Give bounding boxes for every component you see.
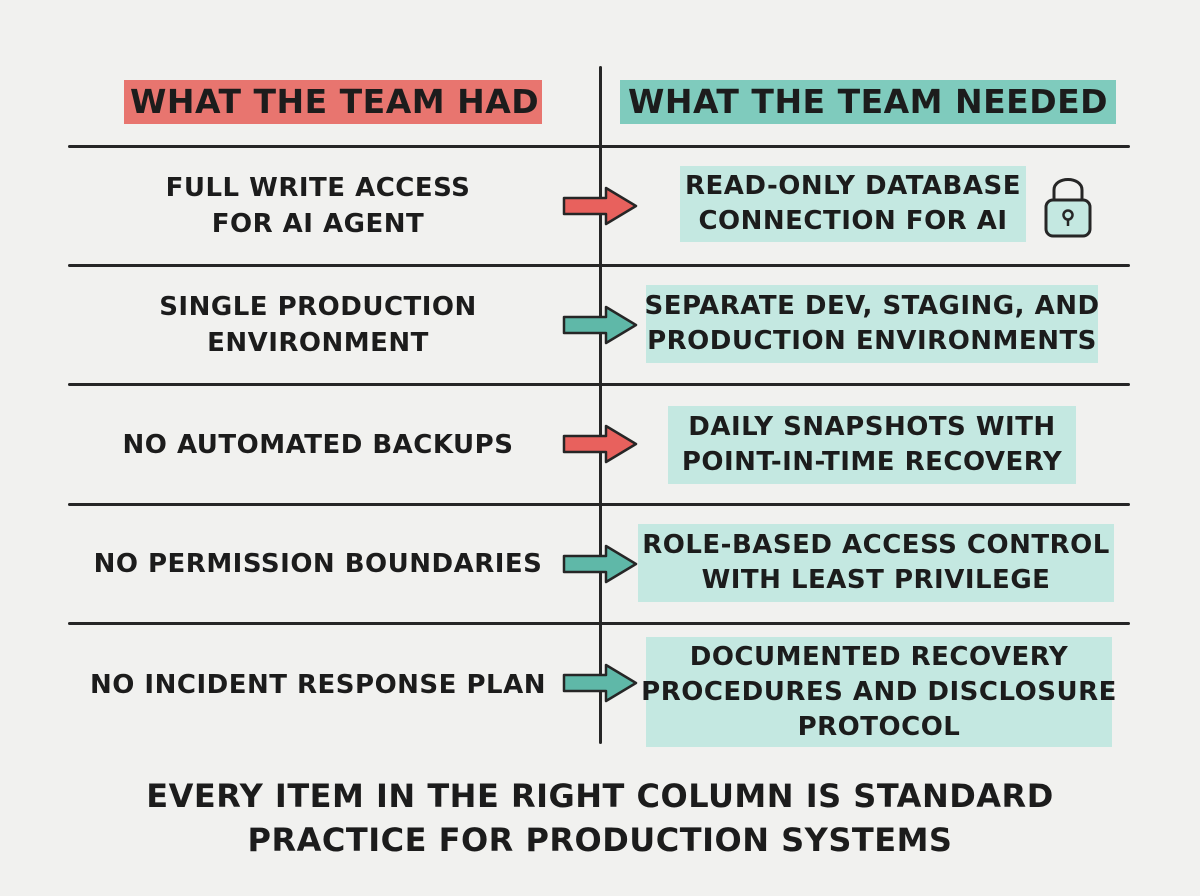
row-divider bbox=[68, 264, 1130, 267]
needed-item-line: CONNECTION FOR AI bbox=[698, 206, 1008, 236]
lock-icon bbox=[1044, 178, 1092, 238]
had-item-line: NO PERMISSION BOUNDARIES bbox=[93, 549, 543, 579]
needed-item-line: ROLE-BASED ACCESS CONTROL bbox=[642, 530, 1110, 560]
arrow-icon bbox=[562, 544, 638, 584]
had-item-line: FOR AI AGENT bbox=[211, 209, 425, 239]
row-divider bbox=[68, 383, 1130, 386]
footer-line: PRACTICE FOR PRODUCTION SYSTEMS bbox=[247, 821, 953, 859]
had-item-line: ENVIRONMENT bbox=[207, 328, 429, 358]
comparison-row: FULL WRITE ACCESS FOR AI AGENT READ-ONLY… bbox=[68, 148, 1130, 264]
needed-item: SEPARATE DEV, STAGING, AND PRODUCTION EN… bbox=[644, 285, 1100, 363]
had-item: NO PERMISSION BOUNDARIES bbox=[68, 506, 568, 622]
column-divider bbox=[599, 66, 602, 744]
arrow-icon bbox=[562, 186, 638, 226]
row-divider bbox=[68, 622, 1130, 625]
needed-item-line: PROTOCOL bbox=[797, 711, 961, 742]
had-item: SINGLE PRODUCTION ENVIRONMENT bbox=[68, 267, 568, 383]
header-needed: WHAT THE TEAM NEEDED bbox=[620, 80, 1116, 124]
footer-caption: EVERY ITEM IN THE RIGHT COLUMN IS STANDA… bbox=[0, 774, 1200, 862]
comparison-row: NO PERMISSION BOUNDARIES ROLE-BASED ACCE… bbox=[68, 506, 1130, 622]
had-item-line: FULL WRITE ACCESS bbox=[165, 173, 471, 203]
row-divider bbox=[68, 145, 1130, 148]
needed-item: DAILY SNAPSHOTS WITH POINT-IN-TIME RECOV… bbox=[668, 406, 1076, 484]
arrow-icon bbox=[562, 663, 638, 703]
row-divider bbox=[68, 503, 1130, 506]
needed-item: ROLE-BASED ACCESS CONTROL WITH LEAST PRI… bbox=[638, 524, 1114, 602]
footer-line: EVERY ITEM IN THE RIGHT COLUMN IS STANDA… bbox=[146, 777, 1054, 815]
needed-item-line: WITH LEAST PRIVILEGE bbox=[701, 565, 1051, 595]
comparison-row: SINGLE PRODUCTION ENVIRONMENT SEPARATE D… bbox=[68, 267, 1130, 383]
needed-item-line: READ-ONLY DATABASE bbox=[685, 171, 1021, 201]
had-item-line: SINGLE PRODUCTION bbox=[159, 292, 477, 322]
needed-item-line: PRODUCTION ENVIRONMENTS bbox=[647, 326, 1097, 356]
had-item-line: NO INCIDENT RESPONSE PLAN bbox=[90, 670, 546, 700]
header-had: WHAT THE TEAM HAD bbox=[124, 80, 542, 124]
comparison-row: NO INCIDENT RESPONSE PLAN DOCUMENTED REC… bbox=[68, 625, 1130, 747]
arrow-icon bbox=[562, 305, 638, 345]
arrow-icon bbox=[562, 424, 638, 464]
had-item: NO INCIDENT RESPONSE PLAN bbox=[68, 625, 568, 745]
had-item: NO AUTOMATED BACKUPS bbox=[68, 386, 568, 503]
needed-item-line: DAILY SNAPSHOTS WITH bbox=[688, 412, 1056, 442]
needed-item-line: POINT-IN-TIME RECOVERY bbox=[681, 447, 1063, 477]
comparison-row: NO AUTOMATED BACKUPS DAILY SNAPSHOTS WIT… bbox=[68, 386, 1130, 503]
needed-item-line: DOCUMENTED RECOVERY bbox=[689, 641, 1069, 672]
needed-item: READ-ONLY DATABASE CONNECTION FOR AI bbox=[680, 166, 1026, 242]
needed-item-line: SEPARATE DEV, STAGING, AND bbox=[644, 291, 1100, 321]
needed-item-line: PROCEDURES AND DISCLOSURE bbox=[641, 676, 1117, 707]
had-item: FULL WRITE ACCESS FOR AI AGENT bbox=[68, 148, 568, 264]
had-item-line: NO AUTOMATED BACKUPS bbox=[122, 429, 514, 460]
needed-item: DOCUMENTED RECOVERY PROCEDURES AND DISCL… bbox=[641, 637, 1116, 747]
